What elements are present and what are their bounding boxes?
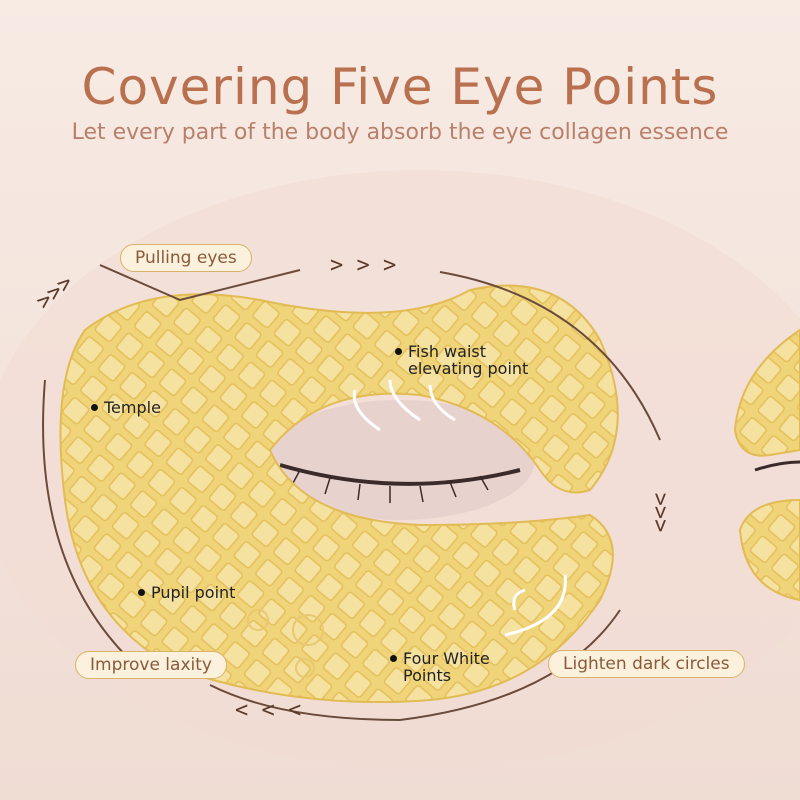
label-lighten-dark-circles: Lighten dark circles bbox=[548, 650, 745, 678]
label-pulling-eyes: Pulling eyes bbox=[120, 244, 252, 272]
point-four-white: Four White Points bbox=[390, 650, 503, 684]
label-improve-laxity: Improve laxity bbox=[75, 651, 227, 679]
chevrons-down-icon: >>> bbox=[647, 492, 673, 533]
chevrons-right-icon: > > > bbox=[330, 253, 397, 278]
page-title: Covering Five Eye Points bbox=[81, 58, 719, 116]
point-fish-waist: Fish waist elevating point bbox=[395, 343, 548, 377]
eye bbox=[265, 400, 535, 520]
point-pupil: Pupil point bbox=[137, 583, 236, 602]
point-temple: Temple bbox=[91, 398, 161, 417]
chevrons-left-icon: < < < bbox=[235, 698, 302, 723]
eye-patch bbox=[59, 284, 619, 703]
page-subtitle: Let every part of the body absorb the ey… bbox=[71, 120, 729, 145]
